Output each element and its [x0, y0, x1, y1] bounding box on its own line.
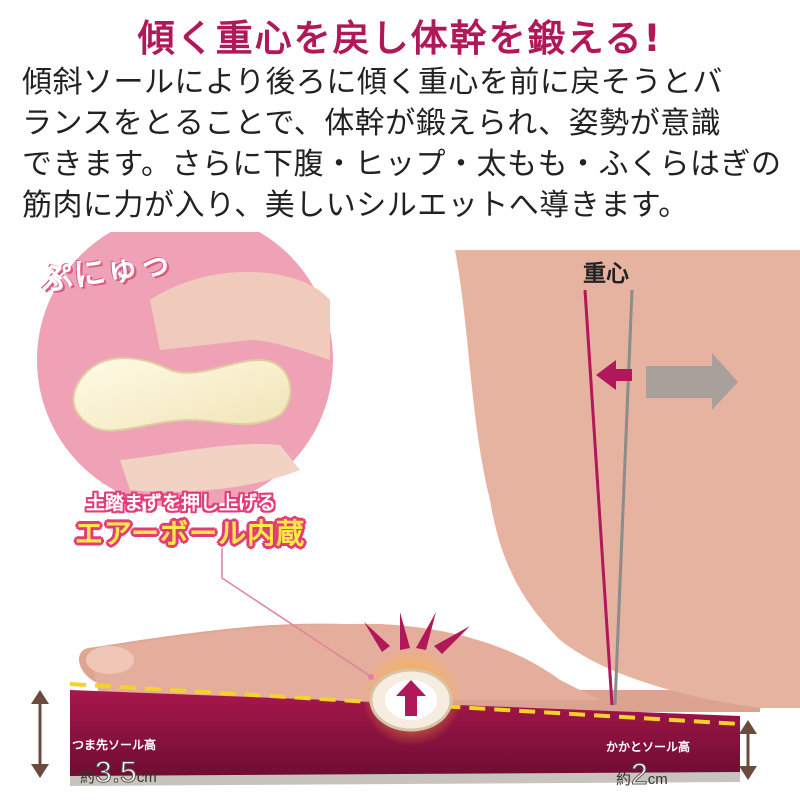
toe-unit: cm: [136, 769, 157, 786]
heel-height-arrow-icon: [739, 720, 757, 780]
arrow-left-icon: [596, 360, 632, 390]
description-line: できます。さらに下腹・ヒップ・太もも・ふくらはぎの: [22, 147, 782, 182]
heel-value: 2: [631, 758, 649, 792]
toe-height-arrow-icon: [31, 690, 49, 778]
arrow-up-icon: [396, 680, 426, 716]
description: 傾斜ソールにより後ろに傾く重心を前に戻そうとバ ランスをとることで、体幹が鍛えら…: [22, 62, 792, 226]
center-of-gravity-label: 重心: [583, 261, 629, 287]
headline: 傾く重心を戻し体幹を鍛える!: [137, 17, 663, 60]
cog-line-gray: [613, 289, 634, 706]
callout-title: エアーボール内蔵: [74, 517, 306, 550]
heel-unit: cm: [647, 771, 668, 788]
foot-illustration: [0, 232, 800, 800]
heel-sole-measure: 約2cm: [616, 758, 668, 792]
double-arrow-icon: [646, 353, 738, 410]
description-line: 傾斜ソールにより後ろに傾く重心を前に戻そうとバ: [22, 65, 723, 100]
toe-sole-measure: 約3.5cm: [80, 756, 157, 790]
squeeze-inset: [33, 232, 337, 512]
callout-subtitle: 土踏まずを押し上げる: [85, 492, 276, 514]
toe-prefix: 約: [80, 769, 96, 786]
description-line: 筋肉に力が入り、美しいシルエットへ導きます。: [22, 188, 689, 223]
heel-prefix: 約: [616, 771, 632, 788]
description-line: ランスをとることで、体幹が鍛えられ、姿勢が意識: [22, 106, 722, 141]
toe-sole-label: つま先ソール高: [72, 738, 157, 752]
toe-value: 3.5: [95, 756, 138, 790]
heel-sole-label: かかとソール高: [606, 740, 691, 754]
cog-line-red: [583, 289, 614, 706]
burst-icon: [364, 612, 470, 654]
